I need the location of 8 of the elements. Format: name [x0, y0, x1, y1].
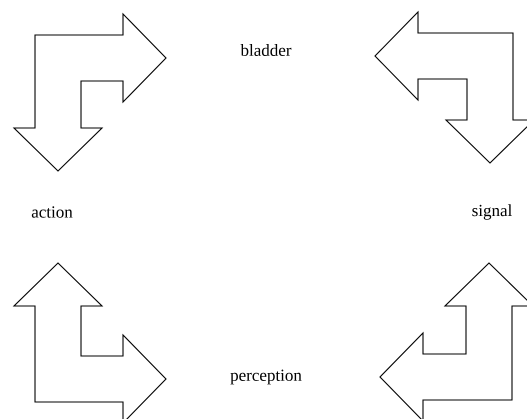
block-arrow	[12, 262, 167, 419]
node-label: perception	[230, 370, 302, 384]
node-label: signal	[472, 204, 512, 220]
block-arrow	[374, 10, 527, 164]
block-arrow	[12, 12, 167, 172]
block-arrow	[379, 262, 527, 419]
node-label: bladder	[240, 44, 292, 56]
node-label: action	[32, 206, 73, 218]
